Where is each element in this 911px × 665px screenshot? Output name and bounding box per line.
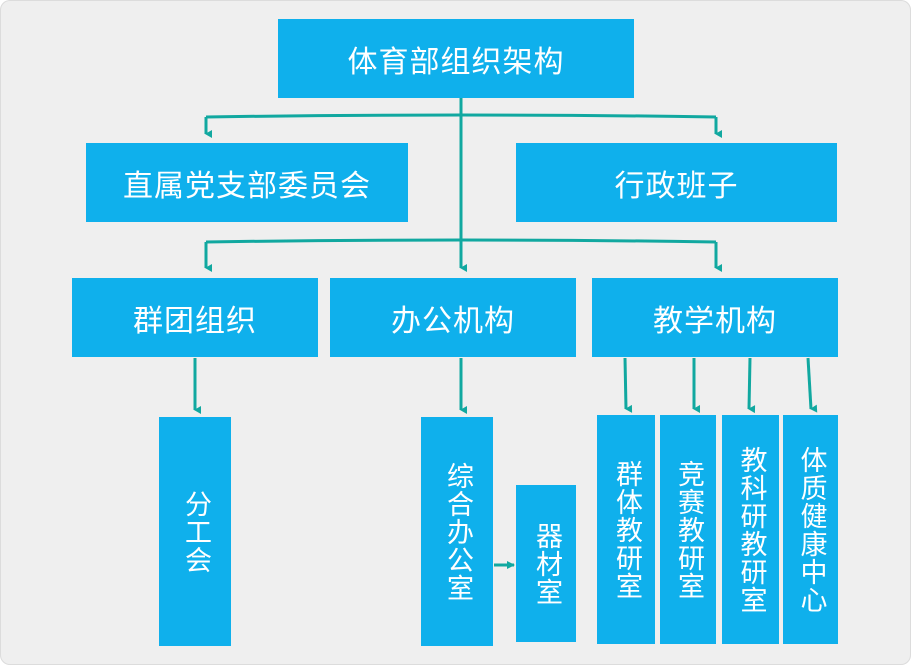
fitness-center-box: 体质健康中心 (783, 415, 838, 644)
group-sports-box: 群体教研室 (597, 415, 655, 644)
mass-org-box: 群团组织 (72, 278, 318, 357)
research-box: 教科研教研室 (722, 415, 779, 644)
title-box: 体育部组织架构 (278, 19, 634, 98)
general-office-box: 综合办公室 (421, 417, 493, 646)
party-committee-box: 直属党支部委员会 (86, 143, 408, 222)
admin-team-box: 行政班子 (516, 143, 837, 222)
competition-box: 竞赛教研室 (660, 415, 716, 644)
equipment-room-box: 器材室 (516, 485, 576, 642)
arrow-to-research (747, 357, 756, 414)
level2-bar (205, 238, 717, 244)
level1-bar (205, 113, 717, 119)
union-box: 分工会 (159, 417, 231, 646)
teaching-org-box: 教学机构 (592, 278, 838, 357)
arrow-to-group-sports (623, 357, 633, 413)
office-org-box: 办公机构 (330, 278, 576, 357)
arrow-to-fitness (806, 357, 818, 413)
